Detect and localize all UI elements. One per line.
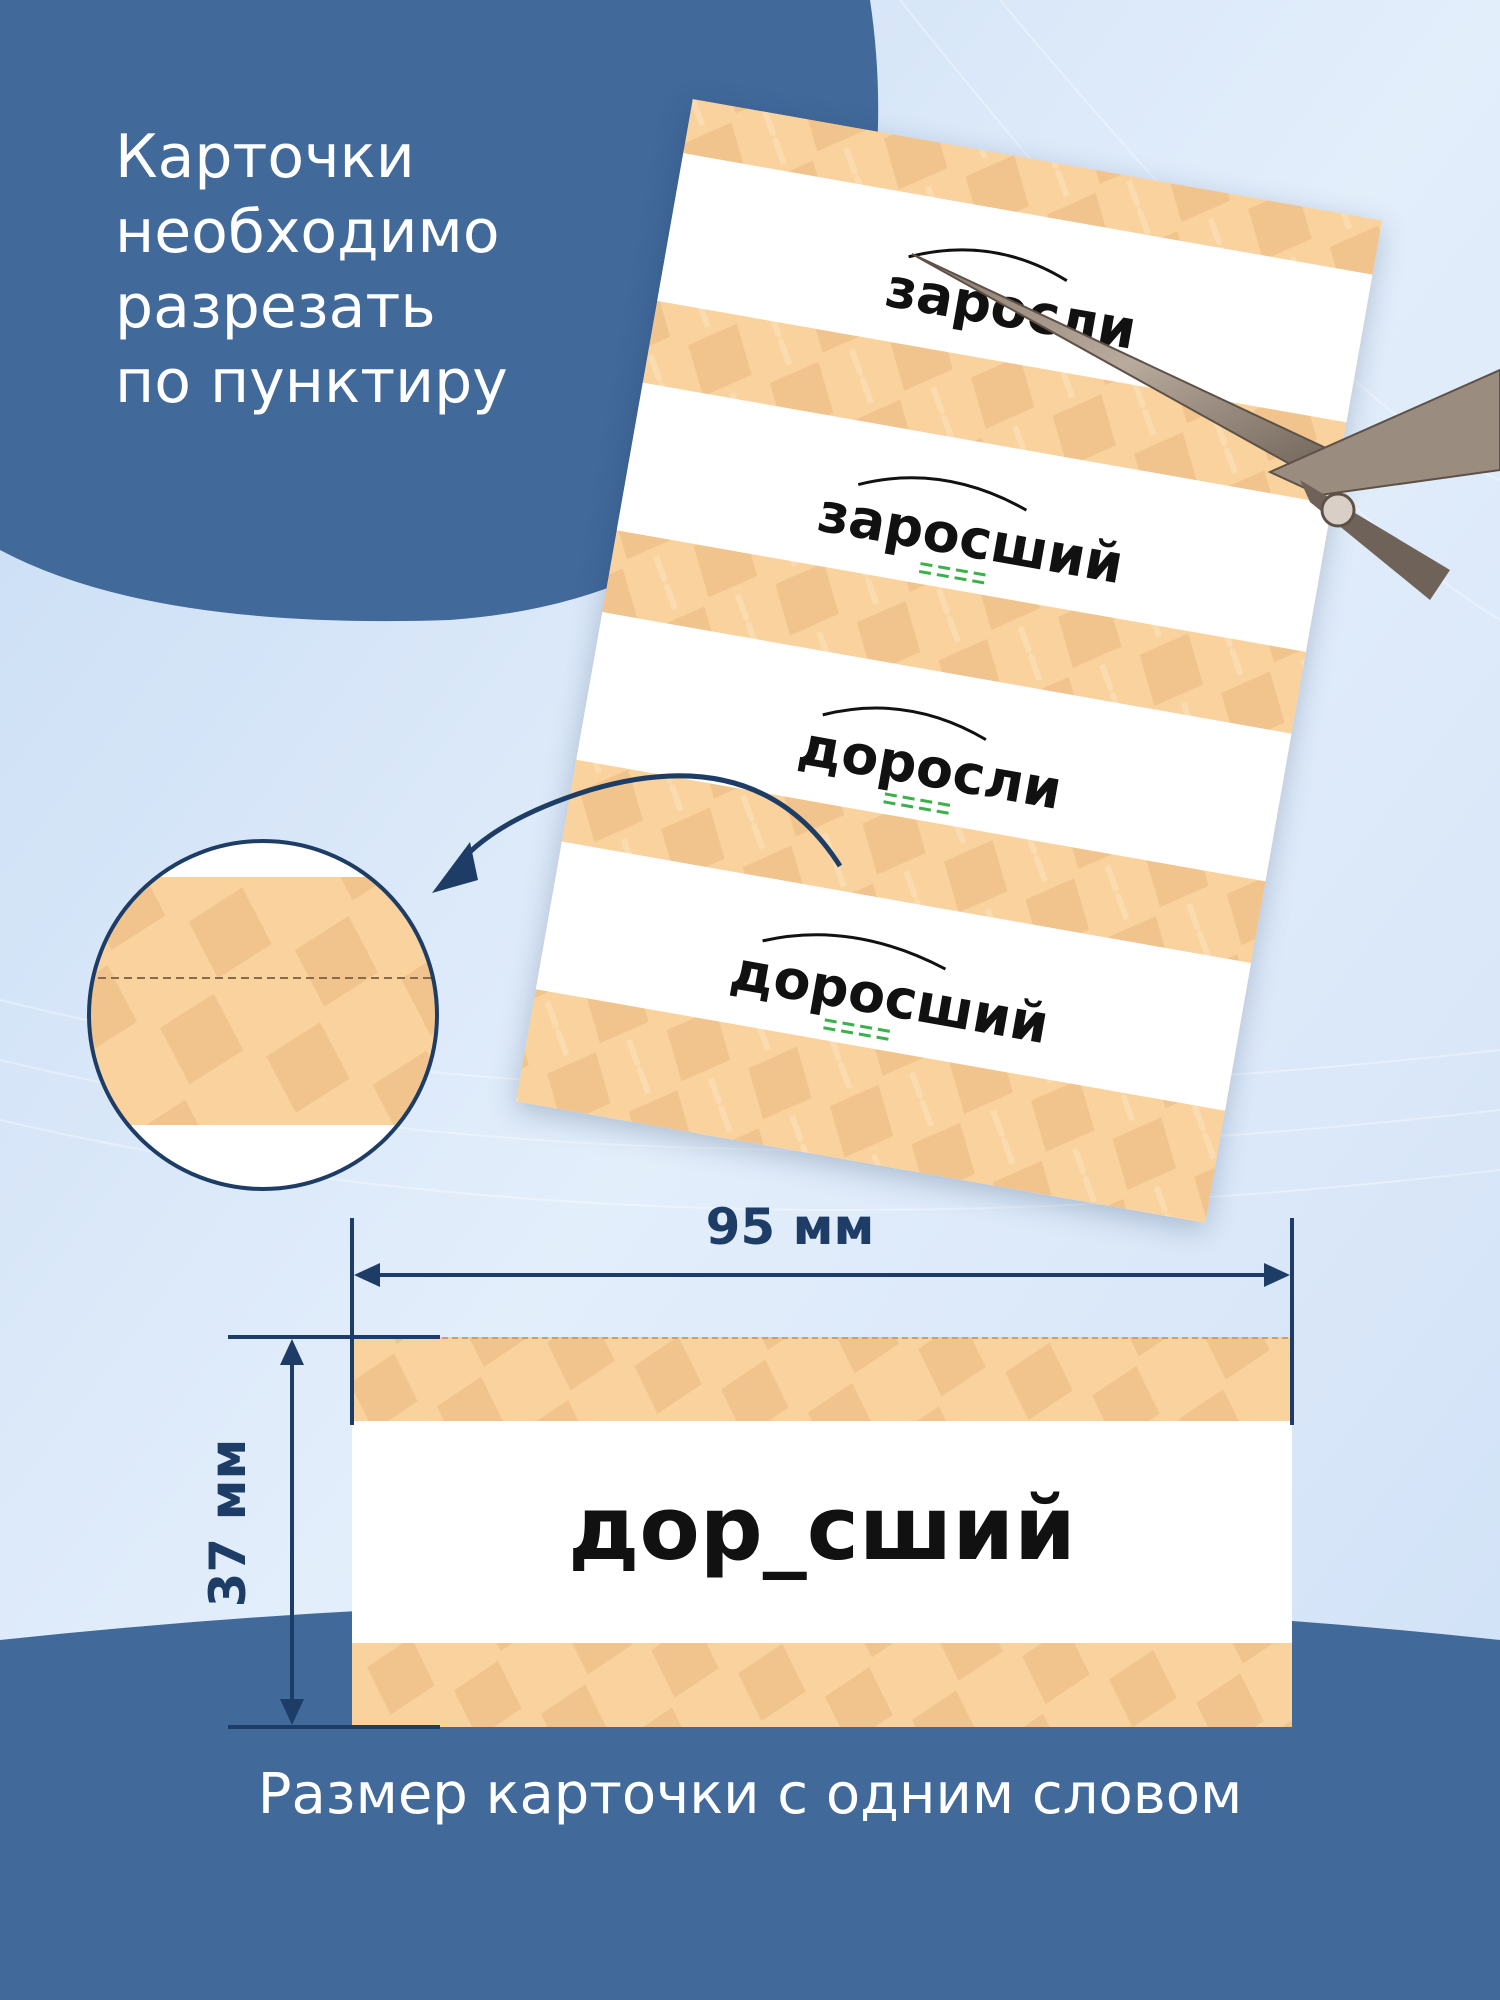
width-label: 95 мм <box>705 1198 875 1256</box>
double-underline <box>883 792 955 816</box>
sample-card: дор_сший <box>352 1337 1292 1727</box>
root-arc <box>762 933 947 971</box>
double-underline <box>823 1018 894 1042</box>
root-arc <box>822 706 987 741</box>
scissors-icon <box>911 253 1500 600</box>
root-arc <box>857 476 1028 512</box>
magnifier-circle-icon <box>87 839 439 1191</box>
double-underline <box>918 562 990 586</box>
caption: Размер карточки с одним словом <box>257 1762 1243 1827</box>
sample-card-word: дор_сший <box>568 1477 1075 1580</box>
height-label: 37 мм <box>199 1438 257 1608</box>
root-arc <box>908 248 1068 282</box>
headline: Карточки необходимо разрезать по пунктир… <box>115 122 508 417</box>
